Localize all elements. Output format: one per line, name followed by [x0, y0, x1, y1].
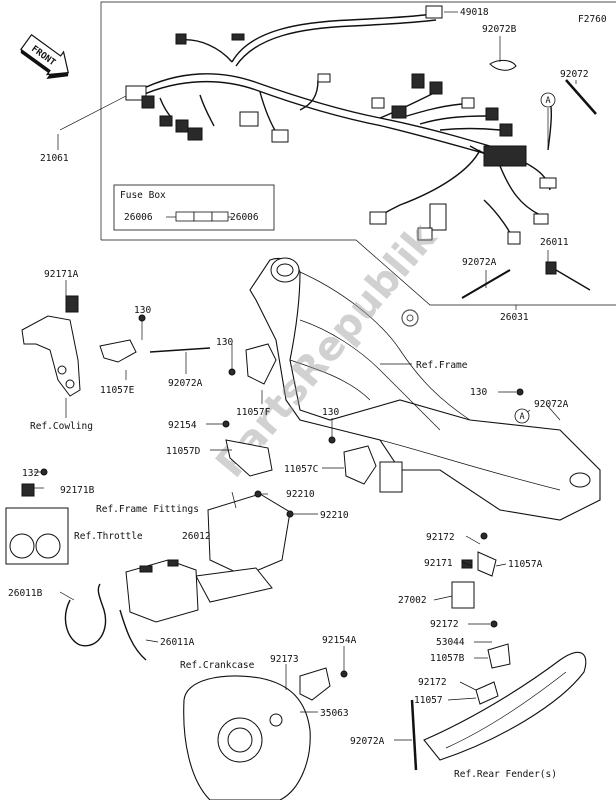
fuse-left-part-label: 26006	[124, 212, 153, 223]
part-label: 11057	[414, 695, 443, 706]
cable-26011B	[64, 583, 107, 647]
connector-49018	[425, 5, 443, 19]
part-label: 26031	[500, 312, 529, 323]
battery-26012	[125, 559, 199, 623]
svg-text:A: A	[519, 412, 524, 422]
relay-27002	[451, 581, 475, 609]
bracket-11057E	[99, 339, 137, 363]
reference-marker-a: A	[514, 408, 530, 424]
fuse-right-part-label: 26006	[230, 212, 259, 223]
throttle-body	[5, 483, 69, 565]
wiring-harness-box	[100, 1, 616, 306]
part-label: 92210	[286, 489, 315, 500]
ref-label: Ref.Throttle	[74, 531, 143, 542]
front-arrow-icon: FRONT	[20, 33, 70, 79]
fuse-box-title: Fuse Box	[120, 190, 166, 201]
part-label: 92072	[560, 69, 589, 80]
bracket-11057	[475, 681, 499, 705]
band-92072B	[489, 59, 517, 71]
band-92072A-bottom	[410, 699, 418, 771]
fuse-icon	[211, 211, 229, 222]
ref-label: Ref.Cowling	[30, 421, 93, 432]
leader-lines	[34, 11, 577, 741]
ref-label: Ref.Rear Fender(s)	[454, 769, 557, 780]
part-label: 92072A	[168, 378, 203, 389]
bracket-11057A	[477, 551, 497, 577]
svg-text:A: A	[545, 96, 550, 106]
part-label: 130	[216, 337, 233, 348]
ref-label: Ref.Crankcase	[180, 660, 255, 671]
part-label: 92154A	[322, 635, 357, 646]
motorcycle-frame	[249, 257, 601, 521]
part-label: 92172	[430, 619, 459, 630]
part-label: 132	[22, 468, 39, 479]
bracket-35063	[299, 667, 331, 701]
cowling-bracket	[21, 295, 81, 397]
part-label: 92173	[270, 654, 299, 665]
part-label: 11057E	[100, 385, 135, 396]
part-label: 130	[470, 387, 487, 398]
part-label: 53044	[436, 637, 465, 648]
band-92072A-left	[149, 347, 211, 353]
bracket-11057C	[343, 445, 377, 485]
part-label: 35063	[320, 708, 349, 719]
fuse-icon	[175, 211, 195, 222]
gear-icon	[401, 309, 419, 327]
part-label: 27002	[398, 595, 427, 606]
ref-label: Ref.Frame	[416, 360, 468, 371]
part-label: 92072A	[350, 736, 385, 747]
main-wiring-harness	[125, 5, 557, 245]
rear-fender	[423, 651, 587, 761]
fuse-box-panel: Fuse Box 26006 26006	[113, 184, 275, 231]
part-label: 11057D	[166, 446, 201, 457]
part-label: 21061	[40, 153, 69, 164]
diagram-code: F2760	[578, 14, 607, 25]
part-label: 92172	[426, 532, 455, 543]
part-label: 92172	[418, 677, 447, 688]
cable-26011A	[119, 609, 147, 661]
part-label: 26011A	[160, 637, 195, 648]
part-label: 92072A	[462, 257, 497, 268]
part-label: 92210	[320, 510, 349, 521]
part-label: 11057F	[236, 407, 271, 418]
bracket-11057D	[225, 439, 273, 477]
reference-marker-a: A	[540, 92, 556, 108]
part-label: 26012	[182, 531, 211, 542]
bracket-11057F	[245, 343, 277, 385]
crankcase	[183, 675, 311, 800]
part-label: 92171	[424, 558, 453, 569]
part-label: 92072B	[482, 24, 517, 35]
part-label: 92072A	[534, 399, 569, 410]
battery-case	[195, 493, 291, 603]
band-92072	[565, 79, 597, 115]
ref-label: Ref.Frame Fittings	[96, 504, 199, 515]
part-label: 11057A	[508, 559, 543, 570]
part-label: 26011	[540, 237, 569, 248]
part-label: 26011B	[8, 588, 43, 599]
fuse-icon	[193, 211, 213, 222]
part-label: 130	[134, 305, 151, 316]
part-label: 11057B	[430, 653, 465, 664]
part-label: 92171A	[44, 269, 79, 280]
part-label: 92171B	[60, 485, 95, 496]
part-labels: 49018 92072B 92072 21061 26011 92072A 26…	[8, 7, 589, 780]
part-label: 11057C	[284, 464, 318, 475]
bolt-icons	[40, 314, 524, 678]
sensor-26011	[545, 261, 591, 291]
bracket-11057B	[487, 643, 511, 669]
part-label: 130	[322, 407, 339, 418]
part-label: 92154	[168, 420, 197, 431]
part-label: 49018	[460, 7, 489, 18]
